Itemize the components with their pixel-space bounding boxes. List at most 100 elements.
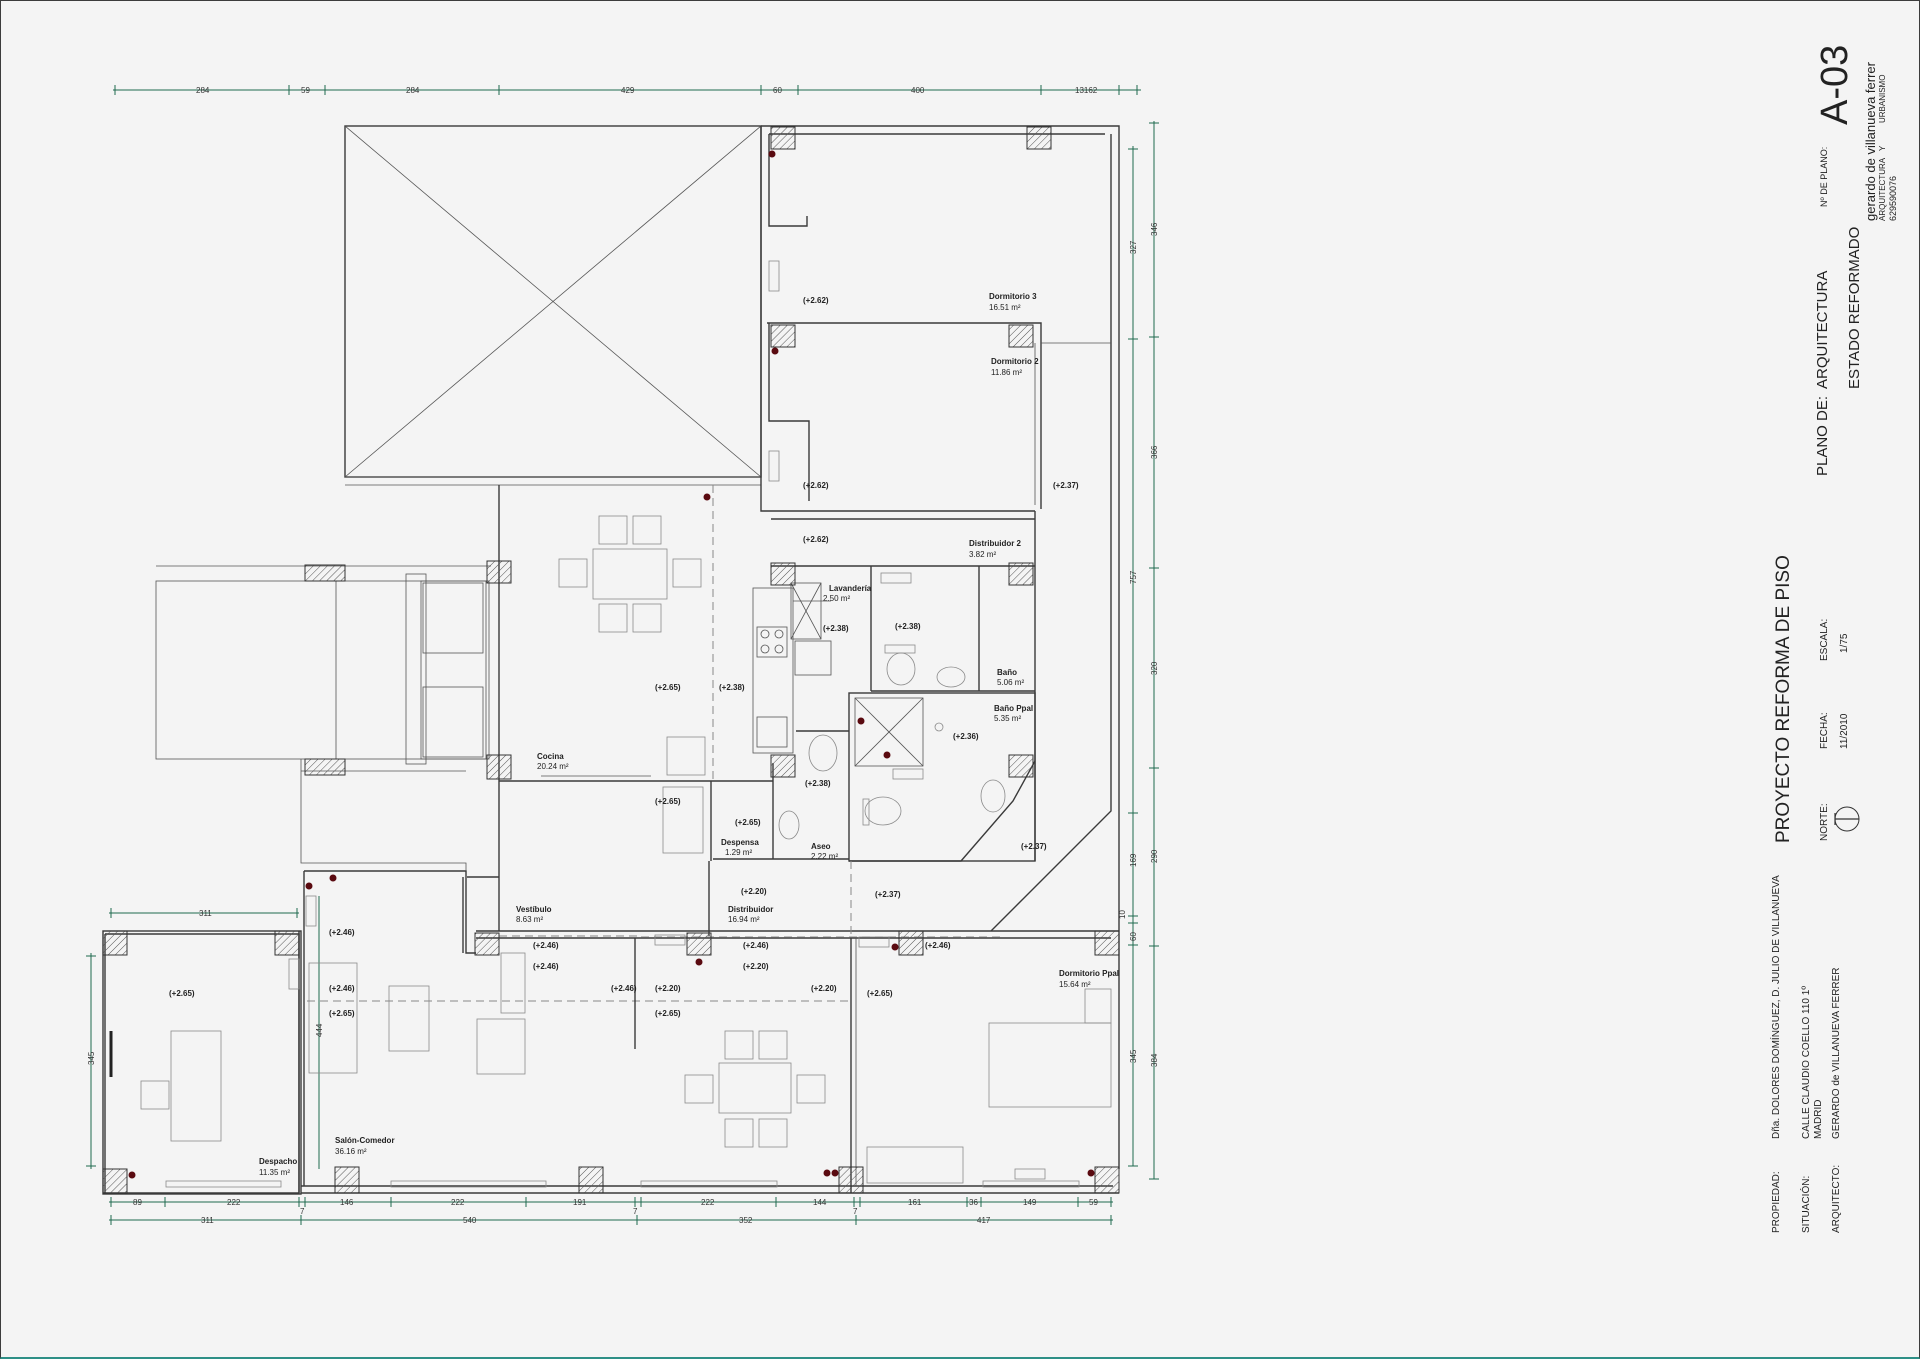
room-area: 11.86 m² — [991, 368, 1022, 377]
level-text: (+2.20) — [741, 887, 767, 896]
scale-label: ESCALA: — [1819, 619, 1830, 661]
dim-text: 352 — [739, 1216, 753, 1225]
date-label: FECHA: — [1819, 712, 1830, 749]
room-name: Distribuidor 2 — [969, 539, 1022, 548]
dim-text: 345 — [1129, 1049, 1138, 1063]
level-text: (+2.62) — [803, 296, 829, 305]
room-name: Dormitorio Ppal — [1059, 969, 1119, 978]
level-text: (+2.38) — [805, 779, 831, 788]
structural-columns — [102, 126, 1120, 1194]
bottom-dimension-lines: 89 222 7 146 222 191 7 222 144 7 161 36 … — [109, 1197, 1113, 1225]
level-text: (+2.38) — [823, 624, 849, 633]
plan-number: A-03 — [1814, 45, 1856, 125]
scale-value: 1/75 — [1839, 633, 1850, 653]
dim-text: 429 — [621, 86, 635, 95]
level-text: (+2.46) — [743, 941, 769, 950]
room-area: 5.06 m² — [997, 678, 1024, 687]
level-text: (+2.46) — [925, 941, 951, 950]
room-area: 3.82 m² — [969, 550, 996, 559]
exterior-walls — [102, 125, 1120, 1195]
room-name: Despacho — [259, 1157, 297, 1166]
level-text: (+2.37) — [1053, 481, 1079, 490]
windows — [165, 1180, 1080, 1188]
room-name: Aseo — [811, 842, 831, 851]
room-name: Dormitorio 2 — [991, 357, 1039, 366]
dim-text: 60 — [1129, 932, 1138, 941]
room-name: Distribuidor — [728, 905, 773, 914]
architect-brand: gerardo de villanueva ferrer — [1863, 61, 1878, 221]
room-area: 11.35 m² — [259, 1168, 290, 1177]
ceiling-level-labels: (+2.62) (+2.62) (+2.62) (+2.37) (+2.38) … — [169, 296, 1079, 1018]
room-area: 16.51 m² — [989, 303, 1021, 312]
dim-text: 366 — [1150, 445, 1159, 459]
location-value: CALLE CLAUDIO COELLO 110 1º — [1801, 986, 1812, 1139]
dim-text: 149 — [1023, 1198, 1037, 1207]
room-area: 1.29 m² — [725, 848, 752, 857]
dim-text: 320 — [1150, 661, 1159, 675]
architect-sub: Y — [1878, 145, 1887, 151]
date-value: 11/2010 — [1839, 713, 1850, 749]
level-text: (+2.46) — [611, 984, 637, 993]
dim-text: 59 — [301, 86, 310, 95]
room-area: 16.94 m² — [728, 915, 760, 924]
dim-text: 290 — [1150, 849, 1159, 863]
dim-text: 60 — [773, 86, 782, 95]
level-text: (+2.65) — [169, 989, 195, 998]
dim-text: 36 — [969, 1198, 978, 1207]
dim-text: 169 — [1129, 853, 1138, 867]
dim-text: 146 — [340, 1198, 354, 1207]
left-dimension-lines: 311 345 444 — [86, 896, 324, 1169]
dim-text: 191 — [573, 1198, 587, 1207]
dim-text: 284 — [196, 86, 210, 95]
dim-text: 144 — [813, 1198, 827, 1207]
room-name: Vestíbulo — [516, 905, 552, 914]
room-area: 2.50 m² — [823, 594, 850, 603]
dim-text: 444 — [315, 1023, 324, 1037]
dim-text: 7 — [853, 1207, 858, 1216]
property-label: PROPIEDAD: — [1771, 1171, 1782, 1233]
level-text: (+2.20) — [811, 984, 837, 993]
plan-number-label: Nº DE PLANO: — [1819, 147, 1829, 207]
room-area: 8.63 m² — [516, 915, 543, 924]
dim-text: 13162 — [1075, 86, 1098, 95]
level-text: (+2.46) — [329, 984, 355, 993]
project-title: PROYECTO REFORMA DE PISO — [1773, 555, 1794, 843]
level-text: (+2.20) — [655, 984, 681, 993]
dim-text: 311 — [199, 909, 212, 918]
dim-text: 7 — [633, 1207, 638, 1216]
dim-text: 384 — [1150, 1053, 1159, 1067]
room-name: Baño Ppal — [994, 704, 1033, 713]
furniture — [109, 515, 1112, 1184]
property-value: Dña. DOLORES DOMÍNGUEZ, D. JULIO DE VILL… — [1769, 875, 1782, 1139]
room-area: 5.35 m² — [994, 714, 1021, 723]
dim-text: 7 — [300, 1207, 305, 1216]
level-text: (+2.20) — [743, 962, 769, 971]
level-text: (+2.38) — [895, 622, 921, 631]
level-text: (+2.37) — [875, 890, 901, 899]
room-name: Cocina — [537, 752, 564, 761]
dim-text: 161 — [908, 1198, 922, 1207]
level-text: (+2.46) — [533, 962, 559, 971]
room-area: 15.64 m² — [1059, 980, 1091, 989]
room-name: Salón-Comedor — [335, 1136, 395, 1145]
room-name: Despensa — [721, 838, 759, 847]
dim-text: 346 — [1150, 222, 1159, 236]
dim-text: 345 — [87, 1051, 96, 1065]
dim-text: 89 — [133, 1198, 142, 1207]
level-text: (+2.62) — [803, 481, 829, 490]
dim-text: 540 — [463, 1216, 477, 1225]
dim-text: 222 — [227, 1198, 241, 1207]
dim-text: 222 — [451, 1198, 465, 1207]
radiators — [288, 260, 1046, 1180]
adjacent-building — [155, 565, 491, 871]
location-label: SITUACIÓN: — [1799, 1176, 1812, 1233]
north-label: NORTE: — [1819, 803, 1830, 841]
dim-text: 311 — [201, 1216, 214, 1225]
level-text: (+2.65) — [867, 989, 893, 998]
dim-text: 417 — [977, 1216, 991, 1225]
room-area: 2.22 m² — [811, 852, 838, 861]
north-arrow-icon — [1834, 806, 1860, 832]
level-text: (+2.65) — [655, 797, 681, 806]
